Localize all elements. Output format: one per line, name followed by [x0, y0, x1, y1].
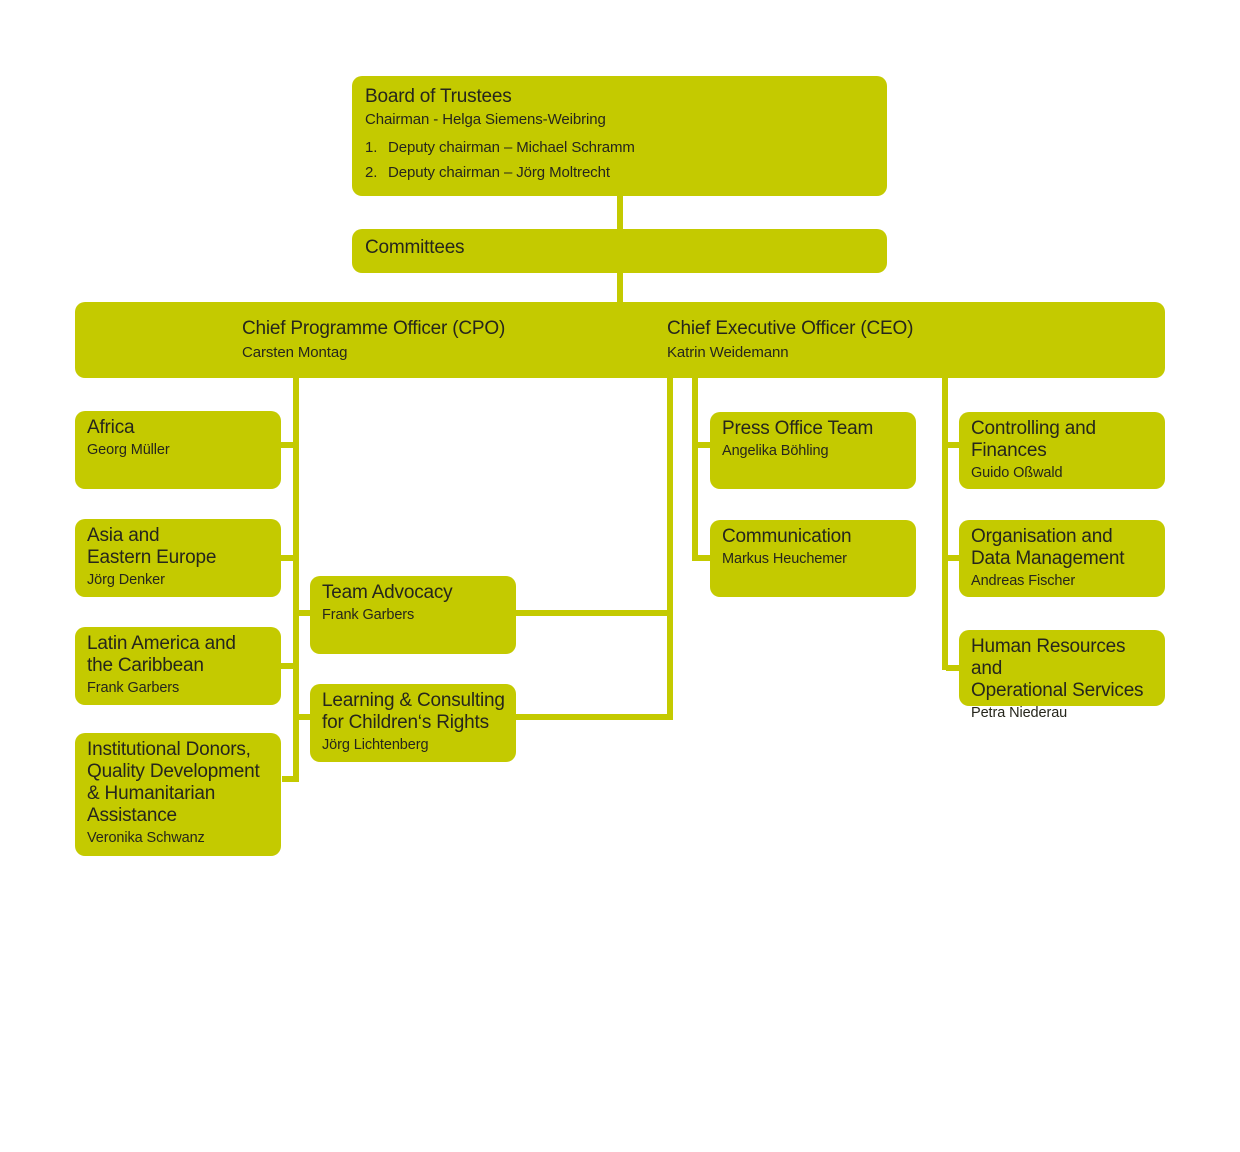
org-box-asia-eastern-europe: Asia and Eastern Europe Jörg Denker	[75, 519, 281, 597]
department-title: Press Office Team	[722, 418, 874, 439]
connector-stub-communication	[696, 555, 712, 561]
person-name: Guido Oßwald	[971, 465, 1063, 481]
department-title: Latin America and the Caribbean	[87, 633, 236, 676]
department-title: Communication	[722, 526, 852, 547]
person-name: Andreas Fischer	[971, 573, 1076, 589]
department-title: Institutional Donors, Quality Developmen…	[87, 739, 260, 826]
department-title: Organisation and Data Management	[971, 526, 1125, 569]
connector-stub-africa	[279, 442, 295, 448]
connector-cpo-trunk	[293, 377, 299, 782]
deputy-text: Deputy chairman – Michael Schramm	[388, 139, 635, 156]
connector-advocacy-mid	[514, 610, 670, 616]
connector-stub-controlling	[946, 442, 961, 448]
person-name: Markus Heuchemer	[722, 551, 847, 567]
department-title: Asia and Eastern Europe	[87, 525, 217, 568]
person-name: Jörg Denker	[87, 572, 165, 588]
person-name: Petra Niederau	[971, 705, 1068, 721]
connector-stub-latam	[279, 663, 295, 669]
org-box-committees: Committees	[352, 229, 887, 273]
org-box-executives: Chief Programme Officer (CPO) Carsten Mo…	[75, 302, 1165, 378]
connector-stub-press	[696, 442, 712, 448]
cpo-title: Chief Programme Officer (CPO)	[242, 318, 506, 339]
ceo-title: Chief Executive Officer (CEO)	[667, 318, 914, 339]
department-title: Controlling and Finances	[971, 418, 1096, 461]
department-title: Human Resources and Operational Services	[971, 636, 1144, 701]
connector-press-trunk	[692, 377, 698, 561]
org-box-institutional-donors: Institutional Donors, Quality Developmen…	[75, 733, 281, 856]
connector-committees-executives	[617, 272, 623, 304]
connector-learning-mid	[514, 714, 670, 720]
connector-stub-orgdata	[946, 555, 961, 561]
org-box-communication: Communication Markus Heuchemer	[710, 520, 916, 597]
deputy-number: 1.	[365, 139, 378, 156]
cpo-person: Carsten Montag	[242, 344, 348, 361]
connector-stub-asia	[279, 555, 295, 561]
org-box-latin-america-caribbean: Latin America and the Caribbean Frank Ga…	[75, 627, 281, 705]
org-box-human-resources: Human Resources and Operational Services…	[959, 630, 1165, 721]
connector-ceo-trunk	[942, 377, 948, 670]
connector-mid-trunk	[667, 377, 673, 720]
org-box-africa: Africa Georg Müller	[75, 411, 281, 489]
department-title: Africa	[87, 417, 135, 438]
person-name: Angelika Böhling	[722, 443, 829, 459]
person-name: Veronika Schwanz	[87, 830, 205, 846]
person-name: Frank Garbers	[322, 607, 415, 623]
connector-stub-donors	[282, 776, 295, 782]
connector-stub-advocacy-left	[297, 610, 312, 616]
connector-board-committees	[617, 196, 623, 230]
deputy-text: Deputy chairman – Jörg Moltrecht	[388, 164, 610, 181]
org-box-press-office-team: Press Office Team Angelika Böhling	[710, 412, 916, 489]
board-deputy-2: 2. Deputy chairman – Jörg Moltrecht	[365, 164, 873, 182]
exec-ceo: Chief Executive Officer (CEO) Katrin Wei…	[667, 318, 913, 362]
org-box-team-advocacy: Team Advocacy Frank Garbers	[310, 576, 516, 654]
org-box-controlling-finances: Controlling and Finances Guido Oßwald	[959, 412, 1165, 489]
board-deputy-1: 1. Deputy chairman – Michael Schramm	[365, 139, 873, 157]
org-box-learning-consulting: Learning & Consulting for Children‘s Rig…	[310, 684, 516, 762]
connector-stub-learning-left	[297, 714, 312, 720]
connector-stub-hr	[946, 665, 961, 671]
person-name: Georg Müller	[87, 442, 170, 458]
person-name: Jörg Lichtenberg	[322, 737, 429, 753]
person-name: Frank Garbers	[87, 680, 180, 696]
deputy-number: 2.	[365, 164, 378, 181]
board-title: Board of Trustees	[365, 86, 512, 107]
board-deputy-list: 1. Deputy chairman – Michael Schramm 2. …	[365, 139, 873, 182]
org-box-board-of-trustees: Board of Trustees Chairman - Helga Sieme…	[352, 76, 887, 196]
department-title: Team Advocacy	[322, 582, 453, 603]
exec-cpo: Chief Programme Officer (CPO) Carsten Mo…	[242, 318, 505, 362]
board-chairman-line: Chairman - Helga Siemens-Weibring	[365, 111, 606, 128]
committees-title: Committees	[365, 237, 465, 258]
ceo-person: Katrin Weidemann	[667, 344, 789, 361]
org-box-organisation-data-management: Organisation and Data Management Andreas…	[959, 520, 1165, 597]
department-title: Learning & Consulting for Children‘s Rig…	[322, 690, 505, 733]
